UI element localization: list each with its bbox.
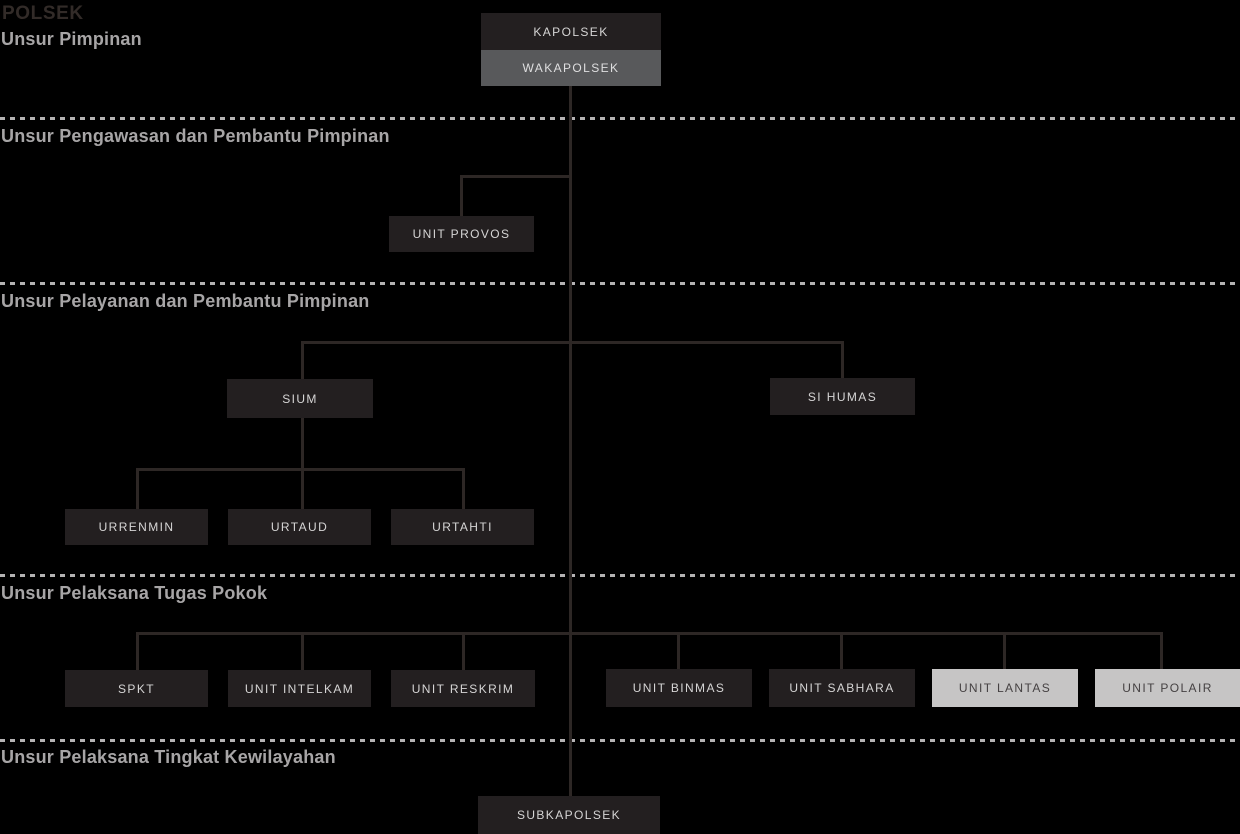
node-spkt: SPKT (65, 670, 208, 707)
node-unit-reskrim: UNIT RESKRIM (391, 670, 535, 707)
connector-lantas-drop (1003, 632, 1006, 670)
connector-tugas-horizontal (136, 632, 1163, 635)
section-divider (0, 739, 1240, 742)
section-label-unsur-pelaksana-tugas: Unsur Pelaksana Tugas Pokok (1, 583, 268, 603)
connector-urtaud-drop (301, 468, 304, 509)
node-wakapolsek: WAKAPOLSEK (481, 50, 661, 86)
page-title: POLSEK (2, 3, 84, 24)
section-divider (0, 282, 1240, 285)
node-unit-lantas: UNIT LANTAS (932, 669, 1078, 707)
section-divider (0, 117, 1240, 120)
node-sium: SIUM (227, 379, 373, 418)
connector-provos-drop (460, 175, 463, 216)
connector-provos-horizontal (460, 175, 571, 178)
node-urrenmin: URRENMIN (65, 509, 208, 545)
connector-sium-stem (301, 418, 304, 468)
section-label-unsur-pelaksana-kewilayahan: Unsur Pelaksana Tingkat Kewilayahan (1, 747, 336, 767)
connector-intelkam-drop (301, 632, 304, 670)
node-unit-sabhara: UNIT SABHARA (769, 669, 915, 707)
node-subkapolsek: SUBKAPOLSEK (478, 796, 660, 834)
connector-sium-drop (301, 341, 304, 379)
connector-sihumas-drop (841, 341, 844, 378)
node-kapolsek: KAPOLSEK (481, 13, 661, 50)
section-divider (0, 574, 1240, 577)
section-label-unsur-pengawasan: Unsur Pengawasan dan Pembantu Pimpinan (1, 126, 390, 146)
connector-binmas-drop (677, 632, 680, 670)
node-unit-binmas: UNIT BINMAS (606, 669, 752, 707)
connector-main-trunk (569, 86, 572, 797)
connector-pelayanan-horizontal (301, 341, 844, 344)
node-urtahti: URTAHTI (391, 509, 534, 545)
section-label-unsur-pelayanan: Unsur Pelayanan dan Pembantu Pimpinan (1, 291, 370, 311)
connector-spkt-drop (136, 632, 139, 670)
connector-ur-horizontal (136, 468, 465, 471)
node-unit-polair: UNIT POLAIR (1095, 669, 1240, 707)
connector-urrenmin-drop (136, 468, 139, 509)
node-unit-intelkam: UNIT INTELKAM (228, 670, 371, 707)
connector-polair-drop (1160, 632, 1163, 670)
connector-urtahti-drop (462, 468, 465, 509)
section-label-unsur-pimpinan: Unsur Pimpinan (1, 29, 142, 49)
connector-reskrim-drop (462, 632, 465, 670)
connector-sabhara-drop (840, 632, 843, 670)
node-si-humas: SI HUMAS (770, 378, 915, 415)
node-unit-provos: UNIT PROVOS (389, 216, 534, 252)
node-urtaud: URTAUD (228, 509, 371, 545)
